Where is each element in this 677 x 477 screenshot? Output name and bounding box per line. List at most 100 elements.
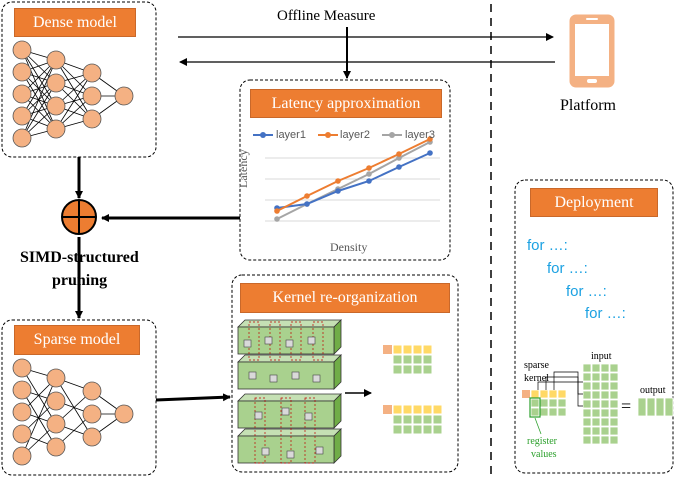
grid-cell — [402, 424, 413, 435]
input-cell — [582, 408, 592, 418]
kernel-cell — [557, 398, 567, 408]
input-cell — [582, 381, 592, 391]
weight-cell — [269, 374, 278, 383]
series-point — [366, 178, 372, 184]
weight-cell — [243, 339, 252, 348]
latency-box — [239, 79, 451, 261]
neuron — [82, 109, 102, 129]
connector-line — [553, 371, 583, 407]
register-highlight — [529, 397, 541, 418]
input-cell — [600, 381, 610, 391]
grid-marker — [383, 345, 392, 354]
input-cell — [591, 399, 601, 409]
series-point — [335, 178, 341, 184]
output-cell — [646, 397, 656, 417]
neuron — [114, 86, 134, 106]
neuron — [12, 106, 32, 126]
kernel-cell — [548, 389, 558, 399]
input-cell — [600, 435, 610, 445]
input-cell — [609, 408, 619, 418]
input-label: input — [591, 351, 612, 362]
output-cell — [637, 397, 647, 417]
deployment-figure — [522, 363, 674, 445]
grid-cell — [412, 364, 423, 375]
input-cell — [582, 426, 592, 436]
neuron — [12, 84, 32, 104]
input-cell — [591, 426, 601, 436]
register-pointer — [534, 417, 542, 435]
input-cell — [582, 390, 592, 400]
code-line-4: for …: — [585, 305, 626, 322]
grid-cell — [412, 414, 423, 425]
grid-cell — [392, 414, 403, 425]
neuron — [82, 86, 102, 106]
neuron — [82, 404, 102, 424]
input-cell — [600, 363, 610, 373]
output-label: output — [640, 385, 666, 396]
neuron — [12, 402, 32, 422]
input-cell — [609, 363, 619, 373]
output-cell — [655, 397, 665, 417]
deployment-title: Deployment — [530, 188, 658, 217]
input-cell — [591, 417, 601, 427]
kernel-reorganization-title: Kernel re-organization — [240, 283, 450, 313]
input-cell — [609, 372, 619, 382]
kernel-cell — [548, 398, 558, 408]
input-cell — [591, 435, 601, 445]
register-label-2: values — [531, 449, 557, 460]
series-line — [276, 141, 431, 220]
edge — [21, 82, 57, 139]
weight-cell — [307, 336, 316, 345]
neuron — [46, 368, 66, 388]
weight-cell — [281, 407, 290, 416]
input-cell — [591, 372, 601, 382]
grid-cell — [412, 344, 423, 355]
series-point — [366, 171, 372, 177]
connector-line — [537, 381, 583, 390]
latency-chart — [253, 132, 440, 222]
input-cell — [600, 426, 610, 436]
legend-marker — [260, 132, 266, 138]
kernel-cell — [548, 407, 558, 417]
series-point — [304, 201, 310, 207]
input-cell — [609, 381, 619, 391]
block-top — [237, 319, 342, 328]
input-cell — [591, 381, 601, 391]
series-point — [396, 151, 402, 157]
chart-y-label: Latency — [236, 149, 250, 188]
pruning-label-line1: SIMD-structured — [20, 249, 139, 266]
block-front — [237, 400, 335, 429]
dense-model-title: Dense model — [14, 8, 136, 37]
input-cell — [582, 417, 592, 427]
kernel-cell — [539, 389, 549, 399]
kernel-group — [304, 397, 316, 464]
sparse-network — [12, 358, 134, 466]
deployment-box — [514, 179, 674, 474]
offline-measure-label: Offline Measure — [277, 8, 376, 24]
neuron — [12, 446, 32, 466]
grid-cell — [402, 414, 413, 425]
kernel-figure — [237, 319, 443, 464]
legend-layer1: layer1 — [276, 129, 306, 141]
input-cell — [582, 372, 592, 382]
weight-cell — [291, 371, 300, 380]
neuron — [46, 96, 66, 116]
input-cell — [609, 417, 619, 427]
neuron — [46, 50, 66, 70]
series-point — [427, 150, 433, 156]
block-top — [237, 428, 342, 437]
grid-cell — [412, 354, 423, 365]
neuron — [46, 437, 66, 457]
weight-cell — [304, 412, 313, 421]
weight-cell — [261, 447, 270, 456]
sparse-model-box — [1, 319, 157, 476]
kernel-cell — [530, 389, 540, 399]
output-cell — [664, 397, 674, 417]
series-line — [276, 138, 431, 212]
grid-cell — [402, 354, 413, 365]
input-cell — [600, 408, 610, 418]
edge — [21, 49, 57, 107]
legend-marker — [325, 132, 331, 138]
